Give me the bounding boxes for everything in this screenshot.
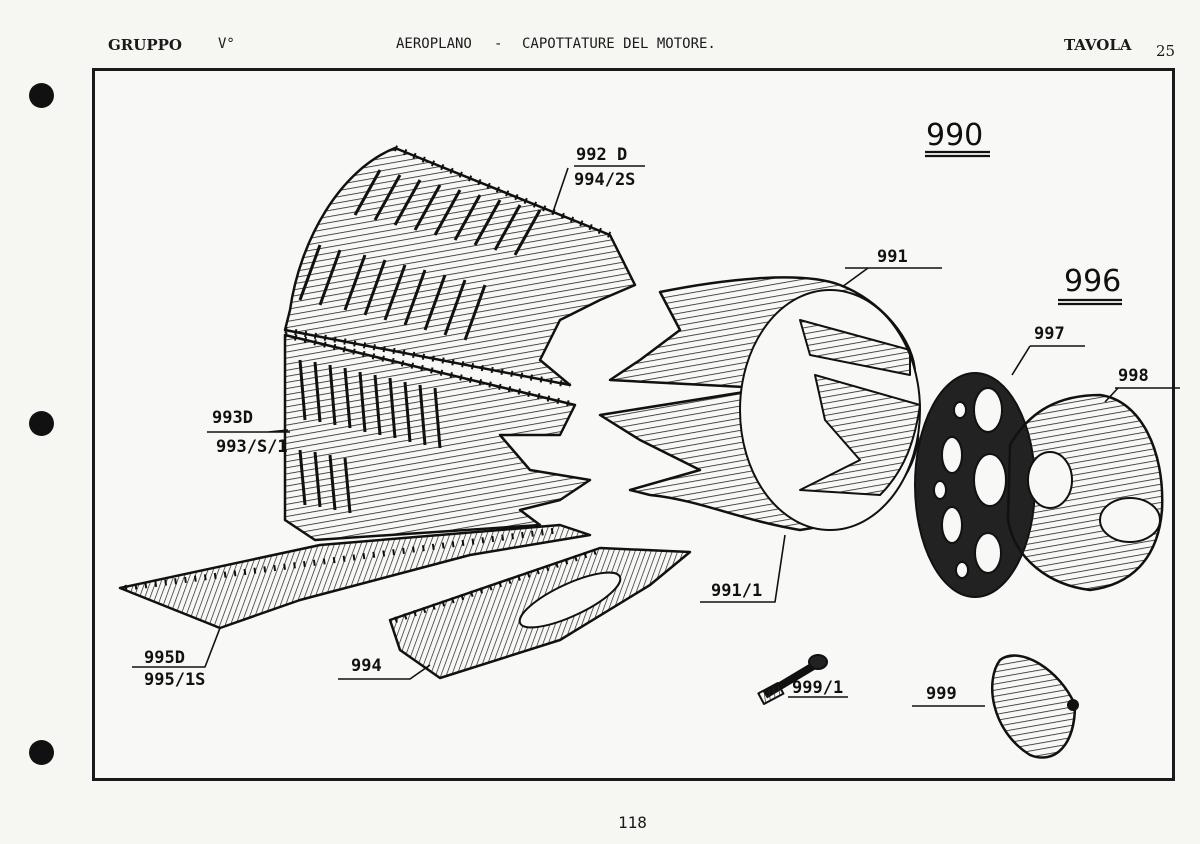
part-label-998: 998 <box>1118 366 1149 386</box>
part-label-997: 997 <box>1034 324 1065 344</box>
part-label-999: 999 <box>926 684 957 704</box>
upper-side-panel <box>283 145 637 388</box>
leader-lines <box>132 165 1180 707</box>
table-label: TAVOLA <box>1064 36 1132 54</box>
label-underlines <box>925 150 1122 306</box>
part-label-999-1: 999/1 <box>792 678 844 698</box>
part-label-991: 991 <box>877 247 908 267</box>
baffle-plate <box>914 372 1036 598</box>
part-label-995-1s: 995/1S <box>144 670 206 690</box>
front-ring-cowl <box>598 276 921 532</box>
binder-hole <box>29 740 54 765</box>
bottom-front-panel <box>388 546 692 680</box>
assembly-label-990: 990 <box>926 118 984 153</box>
page-title: CAPOTTATURE DEL MOTORE. <box>522 36 716 52</box>
part-label-992d: 992 D <box>576 145 628 165</box>
section-label: AEROPLANO <box>396 36 472 52</box>
part-label-994: 994 <box>351 656 382 676</box>
spinner-bolt <box>757 654 828 705</box>
group-label: GRUPPO <box>108 36 182 54</box>
bottom-panel <box>118 523 592 630</box>
page-number: 118 <box>618 813 647 832</box>
louver-slots-upper <box>298 169 542 341</box>
part-label-993-1s: 993/S/1 <box>216 437 288 457</box>
binder-hole <box>29 411 54 436</box>
part-label-993d: 993D <box>212 408 253 428</box>
binder-hole <box>29 83 54 108</box>
assembly-label-996: 996 <box>1064 264 1122 299</box>
group-value: V° <box>218 36 235 52</box>
part-label-995d: 995D <box>144 648 185 668</box>
title-separator: - <box>494 36 503 52</box>
part-label-991-1: 991/1 <box>711 581 763 601</box>
nose-ring <box>1006 393 1164 592</box>
spinner-cone <box>990 654 1079 759</box>
table-number: 25 <box>1156 42 1176 60</box>
louver-slots-lower <box>298 359 442 514</box>
part-label-994-2s: 994/2S <box>574 170 636 190</box>
